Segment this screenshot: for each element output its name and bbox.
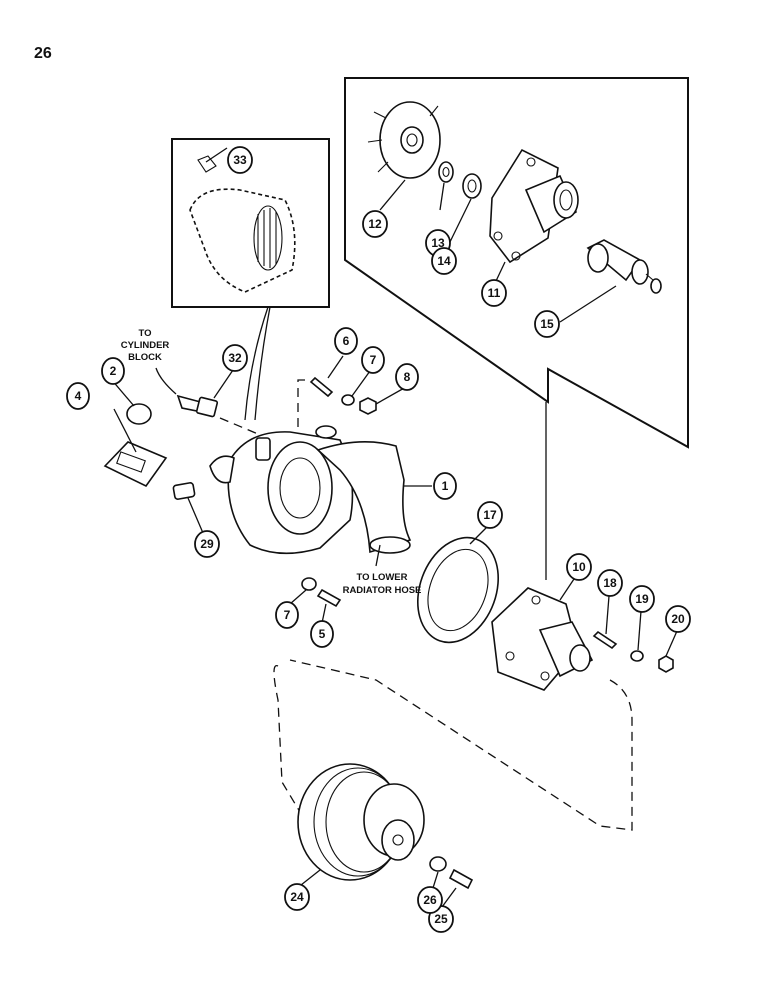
callout-26: 26 bbox=[417, 886, 443, 914]
callout-8: 8 bbox=[395, 363, 419, 391]
note-line: CYLINDER bbox=[121, 340, 170, 351]
callout-10: 10 bbox=[566, 553, 592, 581]
page-number: 26 bbox=[34, 45, 52, 62]
stud-washer-nut-drawing bbox=[309, 376, 377, 415]
pump-cover-drawing bbox=[491, 587, 594, 691]
note-line: RADIATOR HOSE bbox=[343, 585, 422, 596]
callout-number: 19 bbox=[635, 592, 649, 606]
inset-fitting bbox=[171, 138, 330, 421]
impeller-drawing bbox=[367, 101, 441, 179]
callout-12: 12 bbox=[362, 210, 388, 238]
pulley-washer-drawing bbox=[429, 856, 447, 872]
note-line: BLOCK bbox=[128, 352, 162, 363]
callout-number: 8 bbox=[404, 370, 411, 384]
callout-11: 11 bbox=[481, 279, 507, 307]
drain-plug-drawing bbox=[172, 482, 196, 500]
callout-32: 32 bbox=[222, 344, 248, 372]
pulley-drawing bbox=[297, 763, 425, 881]
callout-19: 19 bbox=[629, 585, 655, 613]
pulley-bolt-drawing bbox=[448, 868, 474, 890]
callout-number: 14 bbox=[437, 254, 451, 268]
callout-number: 25 bbox=[434, 912, 448, 926]
callout-2: 2 bbox=[101, 357, 125, 385]
inset-pump-internals bbox=[344, 77, 689, 449]
callout-number: 7 bbox=[370, 353, 377, 367]
seal-ring-drawing bbox=[462, 173, 482, 199]
callout-33: 33 bbox=[227, 146, 253, 174]
callout-number: 7 bbox=[284, 608, 291, 622]
callout-number: 10 bbox=[572, 560, 586, 574]
callout-number: 20 bbox=[671, 612, 685, 626]
to-cylinder-arrow bbox=[155, 367, 177, 395]
callout-17: 17 bbox=[477, 501, 503, 529]
callout-number: 13 bbox=[431, 236, 445, 250]
plug-drawing bbox=[126, 403, 152, 425]
cover-nut-drawing bbox=[658, 655, 674, 673]
callout-number: 18 bbox=[603, 576, 617, 590]
callout-5: 5 bbox=[310, 620, 334, 648]
housing-sketch-drawing bbox=[189, 155, 296, 293]
note-line: TO bbox=[138, 328, 151, 339]
callout-number: 33 bbox=[233, 153, 247, 167]
bolt-drawing bbox=[316, 588, 342, 608]
note-to-cylinder-block: TO CYLINDER BLOCK bbox=[121, 328, 170, 363]
fitting-drawing bbox=[176, 394, 219, 418]
callout-number: 32 bbox=[228, 351, 242, 365]
gasket-drawing bbox=[103, 441, 168, 488]
callout-29: 29 bbox=[194, 530, 220, 558]
callout-number: 12 bbox=[368, 217, 382, 231]
callout-number: 5 bbox=[319, 627, 326, 641]
cover-stud-drawing bbox=[592, 630, 618, 650]
note-to-lower-radiator-hose: TO LOWER RADIATOR HOSE bbox=[343, 572, 422, 596]
pump-housing-drawing bbox=[209, 425, 412, 555]
callout-6: 6 bbox=[334, 327, 358, 355]
callout-15: 15 bbox=[534, 310, 560, 338]
callout-number: 26 bbox=[423, 893, 437, 907]
pump-body-drawing bbox=[489, 148, 579, 264]
callout-14: 14 bbox=[431, 247, 457, 275]
callout-number: 1 bbox=[442, 479, 449, 493]
washer-drawing bbox=[301, 577, 317, 591]
callout-number: 29 bbox=[200, 537, 214, 551]
shaft-bearing-drawing bbox=[586, 239, 662, 294]
callout-number: 11 bbox=[488, 286, 501, 300]
callout-number: 24 bbox=[290, 890, 304, 904]
cover-washer-drawing bbox=[630, 650, 644, 662]
callout-13: 13 bbox=[425, 229, 451, 257]
callout-1: 1 bbox=[433, 472, 457, 500]
callout-number: 15 bbox=[540, 317, 554, 331]
callout-7b: 7 bbox=[275, 601, 299, 629]
callout-number: 17 bbox=[483, 508, 497, 522]
callout-20: 20 bbox=[665, 605, 691, 633]
callout-7a: 7 bbox=[361, 346, 385, 374]
callout-number: 6 bbox=[343, 334, 350, 348]
seal-drawing bbox=[438, 161, 454, 183]
cover-gasket-drawing bbox=[416, 536, 500, 644]
callout-24: 24 bbox=[284, 883, 310, 911]
callout-4: 4 bbox=[66, 382, 90, 410]
callout-18: 18 bbox=[597, 569, 623, 597]
note-line: TO LOWER bbox=[356, 572, 407, 583]
callout-number: 2 bbox=[110, 364, 117, 378]
callout-number: 4 bbox=[75, 389, 82, 403]
